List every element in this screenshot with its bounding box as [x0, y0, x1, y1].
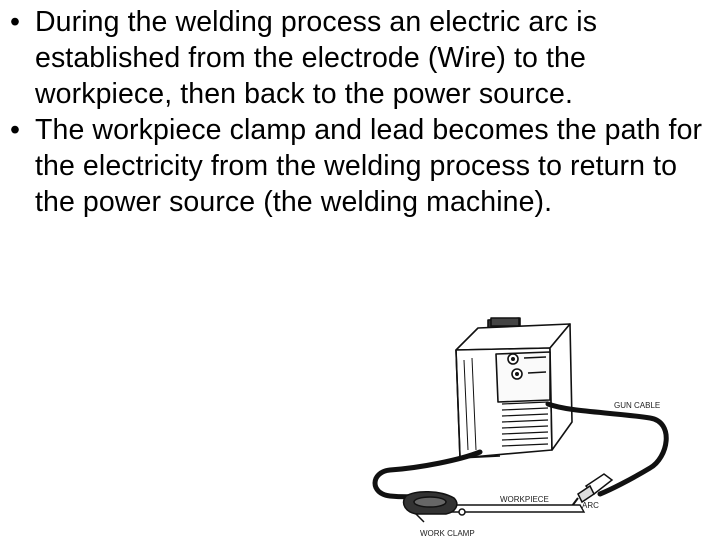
- welding-diagram-svg: GUN CABLE WORKPIECE ARC WORK CLAMP: [372, 317, 669, 538]
- welding-machine: [455, 317, 573, 459]
- gun-cable: [545, 401, 669, 497]
- workpiece-label: WORKPIECE: [500, 495, 549, 504]
- bullet-item-clamp: • The workpiece clamp and lead becomes t…: [0, 112, 715, 220]
- welding-setup-diagram: GUN CABLE WORKPIECE ARC WORK CLAMP: [360, 300, 720, 540]
- bullet-list: • During the welding process an electric…: [0, 4, 715, 220]
- work-clamp-label: WORK CLAMP: [420, 529, 475, 538]
- work-lead: [372, 449, 483, 500]
- bullet-marker: •: [9, 6, 21, 38]
- bullet-text: The workpiece clamp and lead becomes the…: [35, 114, 703, 218]
- bullet-text: During the welding process an electric a…: [35, 6, 598, 110]
- work-clamp: [402, 491, 466, 523]
- gun-cable-label: GUN CABLE: [614, 401, 660, 410]
- arc-label: ARC: [582, 501, 599, 510]
- bullet-item-arc: • During the welding process an electric…: [0, 4, 715, 112]
- bullet-marker: •: [9, 114, 21, 146]
